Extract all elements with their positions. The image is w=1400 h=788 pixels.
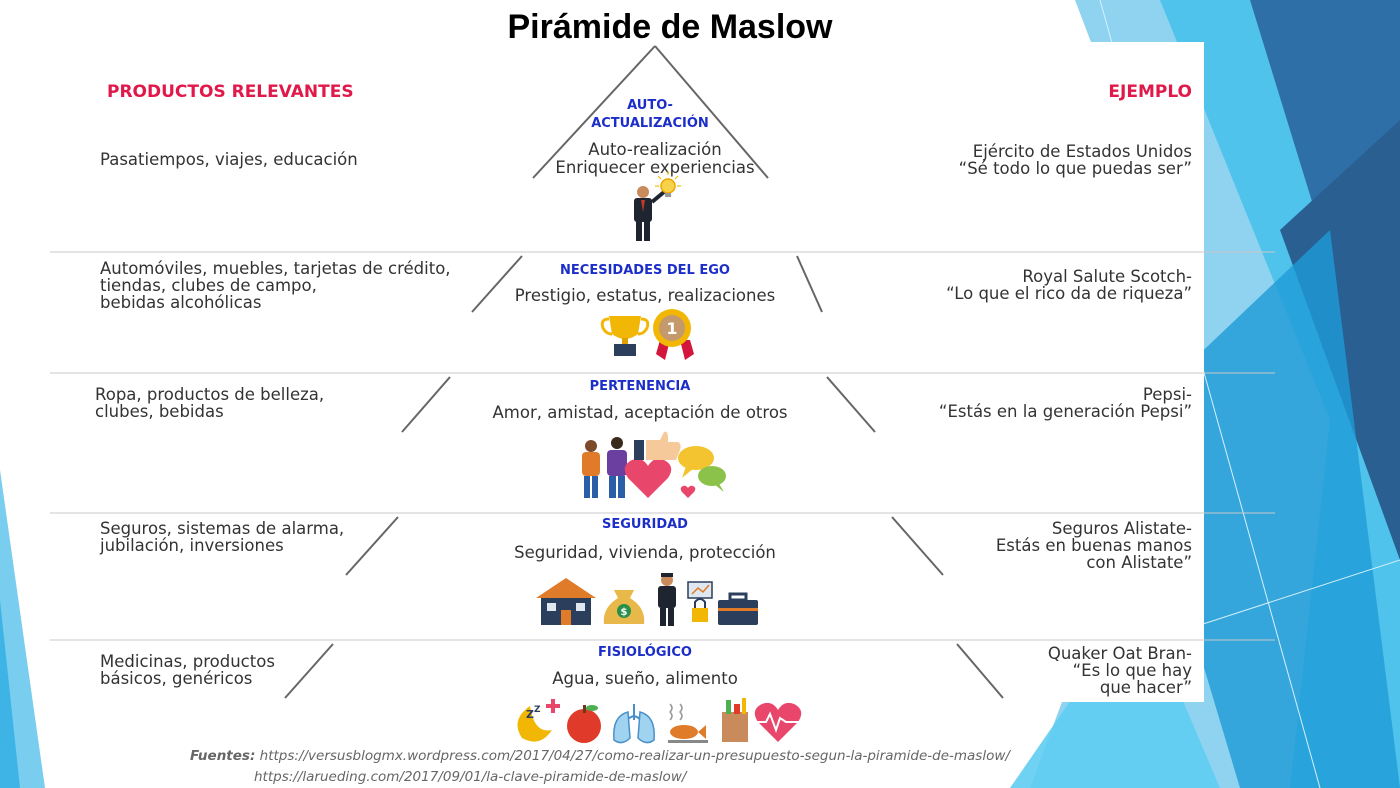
level-belonging-needs: Amor, amistad, aceptación de otros (492, 403, 788, 422)
trophy-icon (600, 316, 650, 356)
heartbeat-icon (754, 702, 802, 742)
example-heading: EJEMPLO (1108, 82, 1192, 102)
source-link-1[interactable]: https://versusblogmx.wordpress.com/2017/… (259, 748, 1010, 764)
level-belonging-title: PERTENENCIA (589, 379, 691, 394)
level-physiological-example: Quaker Oat Bran- “Es lo que hay que hace… (1047, 644, 1192, 697)
level-self-actualization-title: AUTO- ACTUALIZACIÓN (591, 98, 709, 131)
level-safety-title: SEGURIDAD (602, 517, 688, 532)
level-physiological-needs: Agua, sueño, alimento (552, 669, 738, 688)
sources-label: Fuentes: (190, 748, 256, 764)
level-self-actualization-example: Ejército de Estados Unidos “Sé todo lo q… (958, 142, 1192, 178)
level-safety-example: Seguros Alistate- Estás en buenas manos … (995, 519, 1192, 572)
level-belonging-example: Pepsi- “Estás en la generación Pepsi” (938, 385, 1192, 421)
apple-icon (567, 705, 601, 743)
sources: Fuentes: https://versusblogmx.wordpress.… (190, 746, 1010, 788)
briefcase-icon (718, 592, 758, 625)
svg-text:Z: Z (534, 705, 541, 715)
businessman-icon (634, 186, 666, 241)
svg-text:$: $ (621, 607, 628, 618)
svg-text:1: 1 (666, 319, 677, 338)
level-ego-example: Royal Salute Scotch- “Lo que el rico da … (946, 267, 1192, 303)
level-ego-title: NECESIDADES DEL EGO (560, 263, 730, 278)
level-ego-products: Automóviles, muebles, tarjetas de crédit… (100, 259, 451, 312)
lock-icon (687, 581, 713, 622)
level-self-actualization-products: Pasatiempos, viajes, educación (100, 150, 358, 169)
thumbs-up-icon (634, 431, 681, 460)
level-physiological-title: FISIOLÓGICO (598, 645, 692, 660)
products-heading: PRODUCTOS RELEVANTES (107, 82, 354, 102)
level-belonging-products: Ropa, productos de belleza, clubes, bebi… (95, 385, 325, 421)
medal-icon: 1 (653, 309, 694, 360)
lightbulb-icon (655, 171, 681, 197)
fish-icon (668, 703, 708, 743)
couple-icon (582, 437, 627, 498)
page-title: Pirámide de Maslow (507, 8, 833, 46)
lungs-icon (613, 704, 655, 744)
level-ego-needs: Prestigio, estatus, realizaciones (514, 286, 776, 305)
level-safety-products: Seguros, sistemas de alarma, jubilación,… (100, 519, 345, 555)
money-bag-icon: $ (603, 590, 645, 624)
house-icon (536, 578, 596, 625)
chat-bubbles-icon (678, 446, 726, 492)
level-safety-needs: Seguridad, vivienda, protección (514, 543, 776, 562)
source-link-2[interactable]: https://larueding.com/2017/09/01/la-clav… (254, 769, 687, 785)
sleep-moon-icon: Z Z (517, 699, 560, 742)
svg-text:Z: Z (526, 708, 534, 721)
guard-icon (658, 573, 676, 626)
heart-icon (624, 458, 696, 498)
level-self-actualization-needs: Auto-realización Enriquecer experiencias (555, 140, 755, 177)
groceries-icon (722, 698, 748, 742)
level-physiological-products: Medicinas, productos básicos, genéricos (100, 652, 275, 688)
